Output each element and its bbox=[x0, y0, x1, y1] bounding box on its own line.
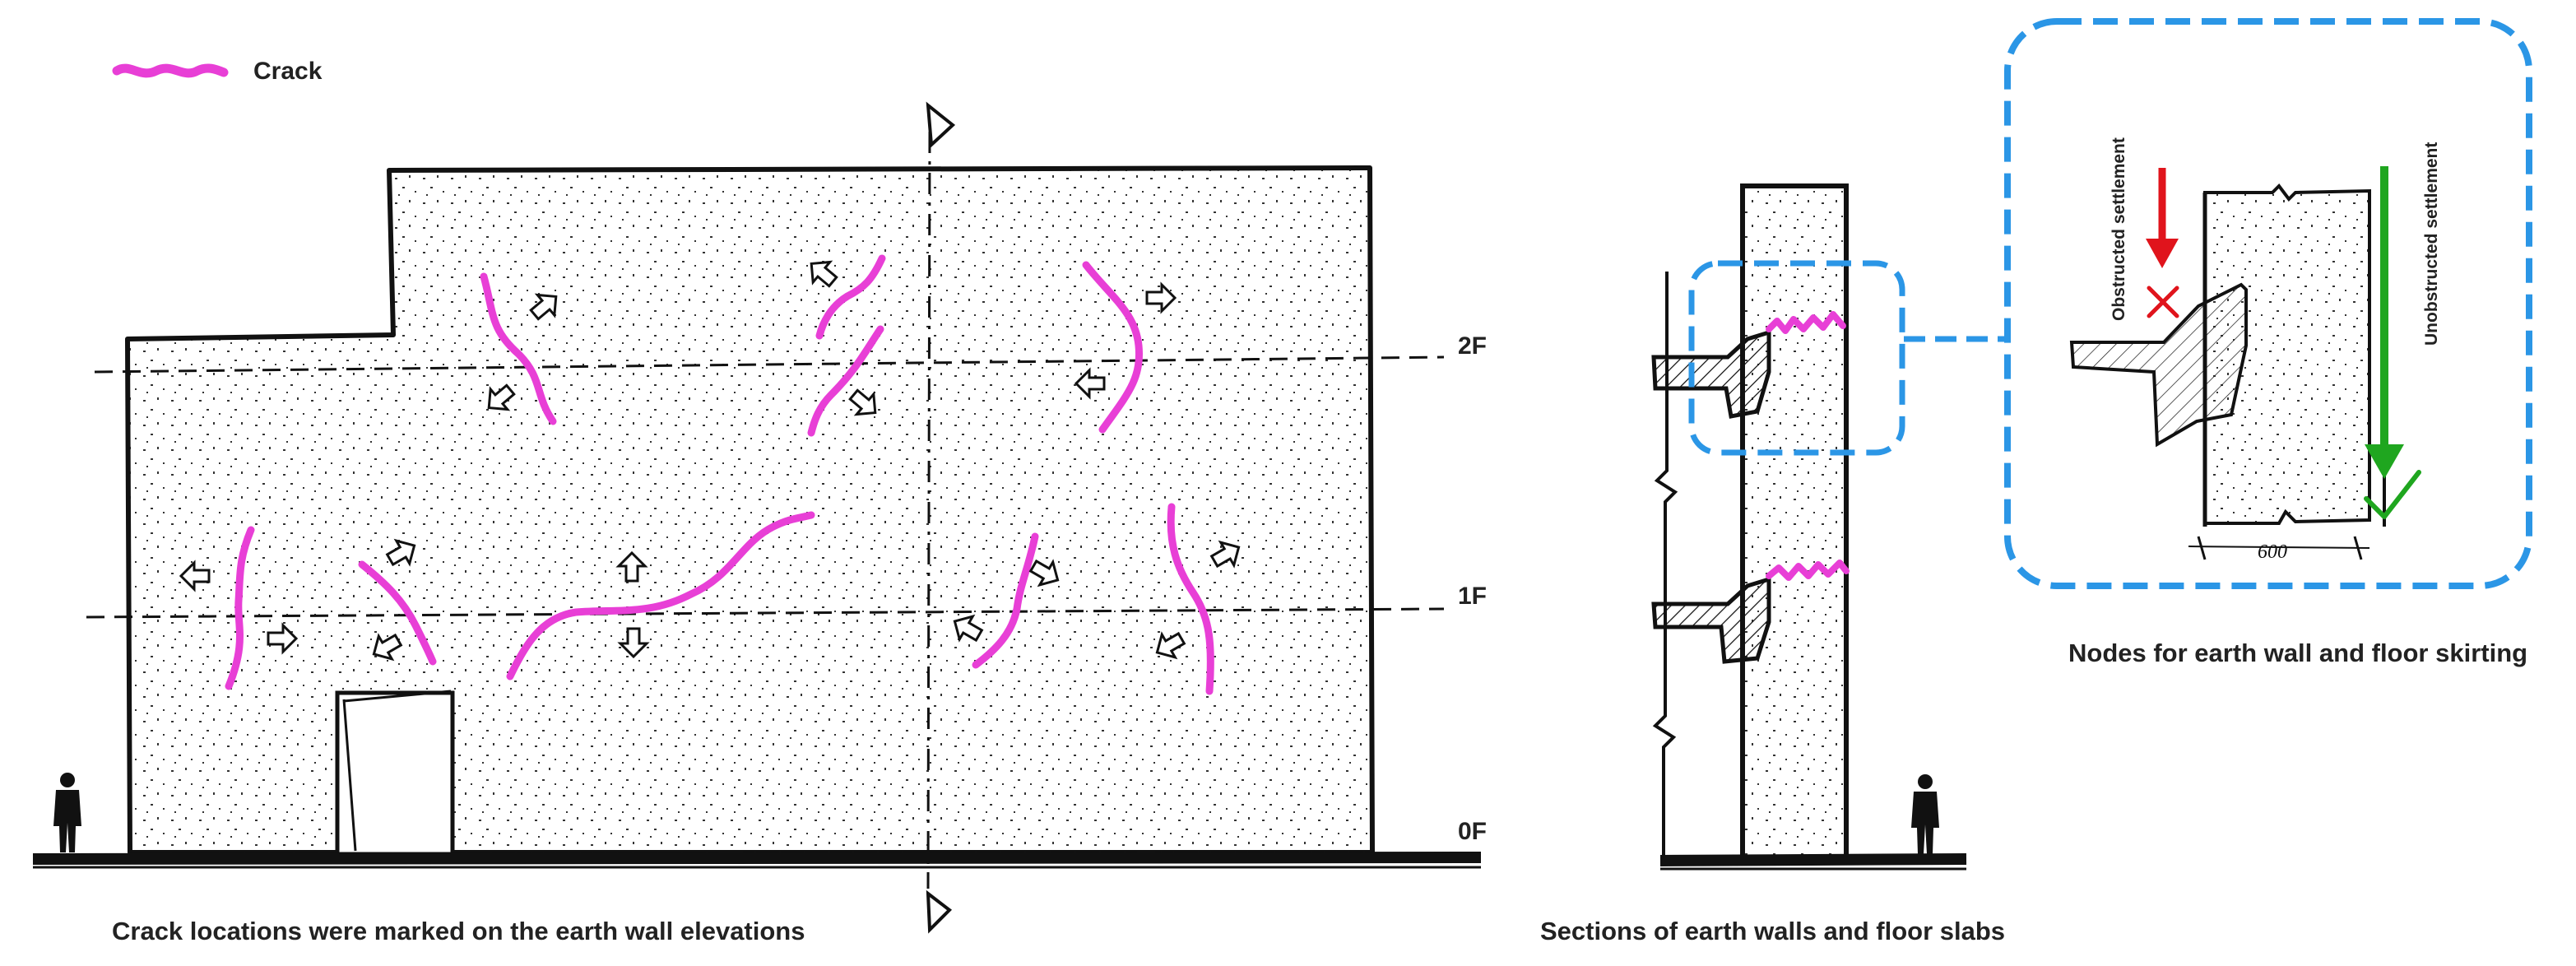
crack bbox=[480, 272, 557, 425]
section-callout-box bbox=[1688, 260, 1905, 456]
section-lower-slab bbox=[1651, 576, 1771, 664]
elevation-caption: Crack locations were marked on the earth… bbox=[112, 917, 805, 945]
detail-drawing: 600 Obstructed settlement Unobstructed s… bbox=[2004, 18, 2532, 667]
legend: Crack bbox=[112, 58, 323, 85]
legend-crack-swatch bbox=[112, 63, 229, 78]
elevation-cracks bbox=[225, 254, 1214, 695]
unobstructed-arrow-head bbox=[2365, 444, 2404, 479]
obstructed-arrow-head bbox=[2146, 239, 2179, 268]
section-crack-lower bbox=[1766, 560, 1850, 581]
section-cut-line bbox=[926, 131, 931, 889]
section-upper-slab bbox=[1651, 329, 1771, 419]
detail-earth-wall bbox=[2203, 183, 2371, 525]
section-drawing: Sections of earth walls and floor slabs bbox=[1540, 183, 2007, 945]
elevation-wall-outline bbox=[125, 165, 1375, 855]
level-label-0F: 0F bbox=[1458, 818, 1487, 845]
unobstructed-check-icon bbox=[2364, 470, 2421, 519]
crack bbox=[972, 532, 1039, 669]
section-ground-line bbox=[1659, 853, 1967, 866]
crack bbox=[1167, 503, 1214, 695]
level-label-1F: 1F bbox=[1458, 583, 1487, 610]
legend-crack-label: Crack bbox=[253, 58, 323, 85]
section-marker-top bbox=[926, 101, 956, 149]
elevation-ground-line bbox=[32, 852, 1482, 865]
obstructed-cross-icon bbox=[2147, 286, 2179, 318]
person-silhouette-elevation bbox=[53, 773, 81, 852]
detail-dimension: 600 bbox=[2188, 536, 2370, 563]
level-line-1F bbox=[86, 607, 1445, 619]
obstructed-label: Obstructed settlement bbox=[2110, 137, 2128, 321]
elevation-drawing: 2F 1F 0F bbox=[32, 101, 1487, 945]
crack bbox=[225, 526, 255, 690]
detail-floor-slab bbox=[2069, 282, 2248, 448]
crack bbox=[506, 511, 815, 680]
section-crack-upper bbox=[1766, 311, 1846, 334]
crack bbox=[358, 560, 437, 666]
level-line-2F bbox=[94, 355, 1445, 374]
section-earth-wall bbox=[1740, 183, 1849, 860]
crack bbox=[815, 254, 886, 340]
crack bbox=[807, 325, 884, 437]
section-caption: Sections of earth walls and floor slabs bbox=[1540, 917, 2005, 945]
detail-dimension-label: 600 bbox=[2258, 541, 2287, 563]
person-silhouette-section bbox=[1911, 774, 1939, 854]
detail-caption: Nodes for earth wall and floor skirting bbox=[2068, 639, 2527, 667]
elevation-door bbox=[335, 690, 455, 857]
level-label-2F: 2F bbox=[1458, 332, 1487, 360]
crack bbox=[1082, 261, 1144, 434]
unobstructed-label: Unobstructed settlement bbox=[2422, 142, 2441, 346]
section-marker-bottom bbox=[926, 889, 953, 934]
